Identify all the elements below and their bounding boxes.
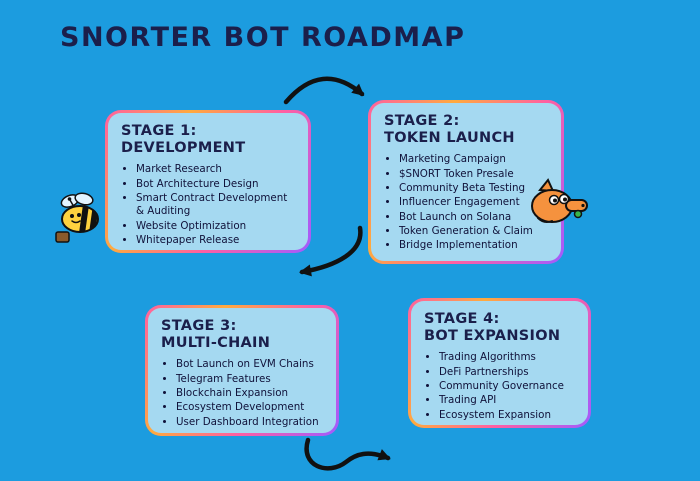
stage-2-title: STAGE 2: TOKEN LAUNCH (384, 113, 548, 147)
list-item: Bridge Implementation (399, 239, 548, 252)
arrow-stage2-to-stage3-icon (299, 225, 363, 277)
stage-3-card: STAGE 3: MULTI-CHAIN Bot Launch on EVM C… (145, 305, 339, 436)
list-item: Telegram Features (176, 373, 323, 386)
list-item: Influencer Engagement (399, 196, 548, 209)
stage-4-items: Trading Algorithms DeFi Partnerships Com… (424, 351, 575, 422)
list-item: Smart Contract Development & Auditing (136, 192, 295, 219)
stage-1-title: STAGE 1: DEVELOPMENT (121, 123, 295, 157)
list-item: Ecosystem Development (176, 401, 323, 414)
stage-2-items: Marketing Campaign $SNORT Token Presale … (384, 153, 548, 253)
list-item: Website Optimization (136, 220, 295, 233)
list-item: Blockchain Expansion (176, 387, 323, 400)
stage-1-items: Market Research Bot Architecture Design … (121, 163, 295, 247)
list-item: $SNORT Token Presale (399, 168, 548, 181)
stage-1-label: STAGE 1: (121, 123, 197, 139)
list-item: Bot Architecture Design (136, 178, 295, 191)
stage-1-name: DEVELOPMENT (121, 140, 246, 157)
stage-3-card-body: STAGE 3: MULTI-CHAIN Bot Launch on EVM C… (148, 308, 336, 433)
list-item: Whitepaper Release (136, 234, 295, 247)
list-item: Ecosystem Expansion (439, 409, 575, 422)
arrow-stage1-to-stage2-icon (283, 76, 365, 105)
stage-3-title: STAGE 3: MULTI-CHAIN (161, 318, 323, 352)
stage-4-name: BOT EXPANSION (424, 328, 561, 345)
list-item: Bot Launch on EVM Chains (176, 358, 323, 371)
list-item: Bot Launch on Solana (399, 211, 548, 224)
stage-4-card: STAGE 4: BOT EXPANSION Trading Algorithm… (408, 298, 591, 428)
stage-1-card: STAGE 1: DEVELOPMENT Market Research Bot… (105, 110, 311, 253)
stage-3-label: STAGE 3: (161, 318, 237, 334)
stage-3-items: Bot Launch on EVM Chains Telegram Featur… (161, 358, 323, 429)
stage-4-title: STAGE 4: BOT EXPANSION (424, 311, 575, 345)
list-item: Market Research (136, 163, 295, 176)
stage-2-name: TOKEN LAUNCH (384, 130, 515, 147)
stage-2-label: STAGE 2: (384, 113, 460, 129)
list-item: Trading Algorithms (439, 351, 575, 364)
list-item: Community Beta Testing (399, 182, 548, 195)
list-item: Trading API (439, 394, 575, 407)
stage-2-card-body: STAGE 2: TOKEN LAUNCH Marketing Campaign… (371, 103, 561, 261)
page-title: SNORTER BOT ROADMAP (60, 22, 466, 53)
aardvark-mascot-icon (531, 178, 588, 223)
list-item: Token Generation & Claim (399, 225, 548, 238)
list-item: Community Governance (439, 380, 575, 393)
stage-4-label: STAGE 4: (424, 311, 500, 327)
stage-3-name: MULTI-CHAIN (161, 335, 271, 352)
stage-4-card-body: STAGE 4: BOT EXPANSION Trading Algorithm… (411, 301, 588, 425)
stage-1-card-body: STAGE 1: DEVELOPMENT Market Research Bot… (108, 113, 308, 250)
arrow-bottom-squiggle-icon (304, 437, 391, 471)
list-item: Marketing Campaign (399, 153, 548, 166)
stage-2-card: STAGE 2: TOKEN LAUNCH Marketing Campaign… (368, 100, 564, 264)
list-item: DeFi Partnerships (439, 366, 575, 379)
bee-mascot-icon (55, 192, 99, 243)
list-item: User Dashboard Integration (176, 416, 323, 429)
